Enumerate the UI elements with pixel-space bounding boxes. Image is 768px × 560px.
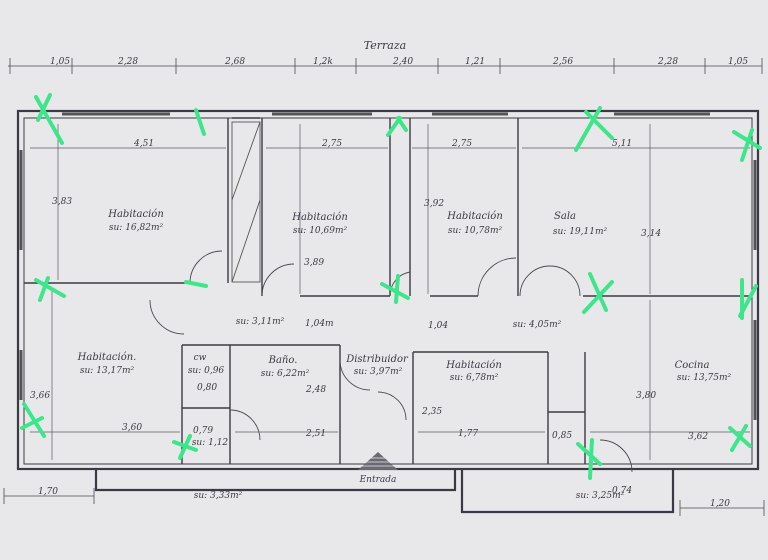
room-name-3: Habitación xyxy=(446,211,503,222)
bottom-dimension-lines xyxy=(3,488,765,516)
x-marker xyxy=(194,108,206,136)
dim-1-77: 1,77 xyxy=(458,429,478,439)
top-dim-4: 1,2k xyxy=(313,57,333,67)
hall-area-left: su: 3,11m² xyxy=(236,317,285,327)
top-dim-9: 1,05 xyxy=(728,57,748,67)
room-area-7: su: 6,22m² xyxy=(261,369,310,379)
top-dim-2: 2,28 xyxy=(117,57,138,67)
x-marker xyxy=(574,106,614,152)
top-dim-1: 1,05 xyxy=(50,57,70,67)
room-area-6: su: 0,96 xyxy=(188,366,225,376)
dim-3-62: 3,62 xyxy=(688,432,708,442)
closet-area: su: 1,12 xyxy=(192,438,229,448)
room-area-9: su: 6,78m² xyxy=(450,373,499,383)
dim-0-79: 0,79 xyxy=(193,426,213,436)
x-marker xyxy=(184,280,208,288)
x-marker xyxy=(576,438,602,480)
room-area-4: su: 19,11m² xyxy=(553,227,608,237)
room-area-10: su: 13,75m² xyxy=(677,373,732,383)
dim-5-11: 5,11 xyxy=(612,139,632,149)
hall-area-right: su: 4,05m² xyxy=(513,320,562,330)
x-markers xyxy=(20,93,762,480)
doors xyxy=(149,250,633,473)
dim-2-51: 2,51 xyxy=(305,429,326,439)
entrance-stairs xyxy=(358,452,398,470)
top-dimension-line xyxy=(8,58,763,74)
x-marker xyxy=(732,128,762,162)
dim-3-89: 3,89 xyxy=(304,258,324,268)
dim-3-66: 3,66 xyxy=(30,391,50,401)
x-marker xyxy=(172,434,198,460)
top-dim-5: 2,40 xyxy=(392,57,413,67)
dim-3-14: 3,14 xyxy=(641,229,661,239)
room-name-1: Habitación xyxy=(107,209,164,220)
dim-3-83: 3,83 xyxy=(52,197,72,207)
windows xyxy=(19,112,757,420)
dim-2-75-a: 2,75 xyxy=(321,139,342,149)
room-name-5: Habitación. xyxy=(77,352,137,363)
x-marker xyxy=(34,276,66,302)
dim-1-04m: 1,04m xyxy=(305,319,334,329)
top-dim-7: 2,56 xyxy=(552,57,573,67)
x-marker xyxy=(34,93,64,145)
terrace-area-left: su: 3,33m² xyxy=(194,491,243,501)
room-area-3: su: 10,78m² xyxy=(448,226,503,236)
room-name-8: Distribuidor xyxy=(345,354,409,365)
dim-0-80: 0,80 xyxy=(197,383,217,393)
dim-3-92: 3,92 xyxy=(424,199,444,209)
x-marker xyxy=(728,424,752,452)
dim-3-60: 3,60 xyxy=(122,423,142,433)
room-area-8: su: 3,97m² xyxy=(354,367,403,377)
room-name-7: Baño. xyxy=(268,355,298,366)
interior-walls xyxy=(24,117,752,464)
x-marker xyxy=(582,272,614,314)
top-dim-8: 2,28 xyxy=(657,57,678,67)
closet xyxy=(231,121,261,283)
inner-dimension-lines xyxy=(30,124,750,460)
room-area-5: su: 13,17m² xyxy=(80,366,135,376)
dim-4-51: 4,51 xyxy=(133,139,154,149)
room-name-4: Sala xyxy=(554,211,576,222)
top-dim-6: 1,21 xyxy=(465,57,485,67)
dim-3-80: 3,80 xyxy=(636,391,656,401)
x-marker xyxy=(738,278,758,320)
bottom-dim-left: 1,70 xyxy=(38,487,58,497)
dim-2-35: 2,35 xyxy=(421,407,442,417)
x-marker xyxy=(20,402,46,438)
x-marker xyxy=(380,274,410,304)
room-name-9: Habitación xyxy=(445,360,502,371)
plan-title: Terraza xyxy=(364,39,406,52)
dim-0-74: 0,74 xyxy=(612,486,632,496)
top-dim-3: 2,68 xyxy=(224,57,245,67)
dim-2-48: 2,48 xyxy=(305,385,326,395)
dim-0-85: 0,85 xyxy=(552,431,572,441)
entrance-label: Entrada xyxy=(359,475,397,485)
room-name-6: cw xyxy=(194,353,207,363)
dim-2-75-b: 2,75 xyxy=(451,139,472,149)
x-marker xyxy=(386,116,408,137)
terrace-area-right: su: 3,25m² xyxy=(576,491,625,501)
room-name-2: Habitación xyxy=(291,212,348,223)
room-area-1: su: 16,82m² xyxy=(109,223,164,233)
room-area-2: su: 10,69m² xyxy=(293,226,348,236)
dim-1-04: 1,04 xyxy=(428,321,448,331)
room-name-10: Cocina xyxy=(675,360,710,371)
bottom-dim-right: 1,20 xyxy=(710,499,730,509)
